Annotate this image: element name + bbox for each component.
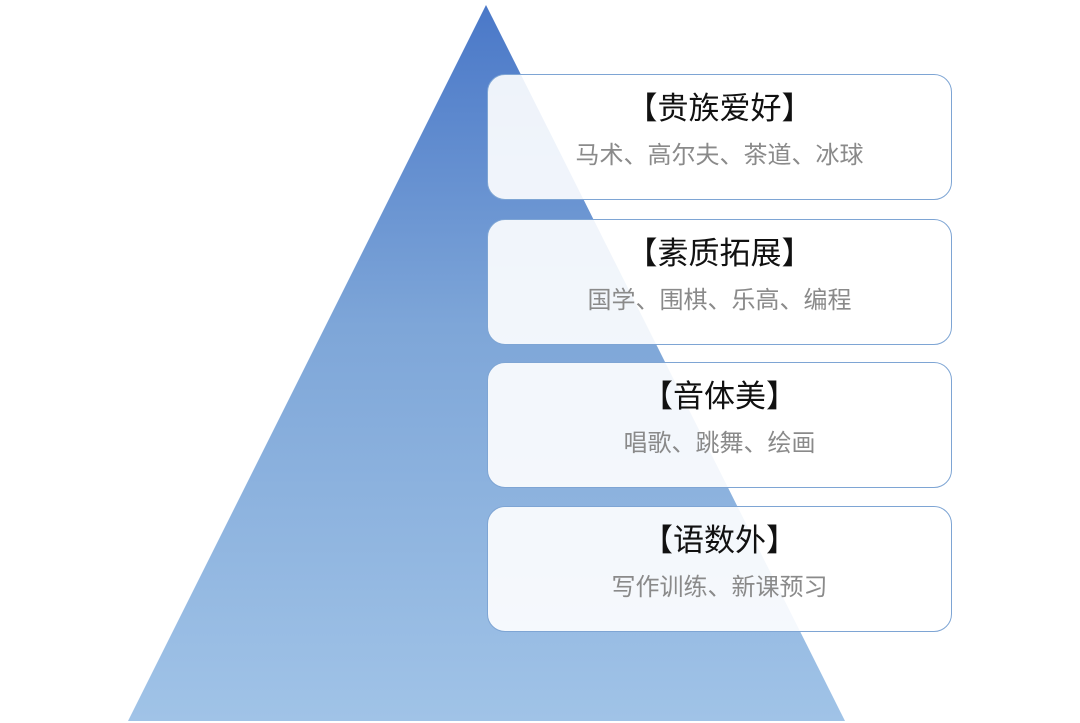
level-items: 唱歌、跳舞、绘画 — [623, 429, 816, 457]
level-title: 【音体美】 — [642, 379, 797, 415]
level-items: 国学、围棋、乐高、编程 — [587, 286, 852, 314]
level-items: 写作训练、新课预习 — [611, 573, 828, 601]
pyramid-level-second: 【素质拓展】 国学、围棋、乐高、编程 — [487, 219, 952, 345]
level-title: 【素质拓展】 — [626, 236, 813, 272]
level-title: 【语数外】 — [642, 523, 797, 559]
pyramid-level-third: 【音体美】 唱歌、跳舞、绘画 — [487, 362, 952, 488]
level-title: 【贵族爱好】 — [626, 91, 813, 127]
level-items: 马术、高尔夫、茶道、冰球 — [575, 141, 864, 169]
pyramid-level-top: 【贵族爱好】 马术、高尔夫、茶道、冰球 — [487, 74, 952, 200]
pyramid-level-base: 【语数外】 写作训练、新课预习 — [487, 506, 952, 632]
